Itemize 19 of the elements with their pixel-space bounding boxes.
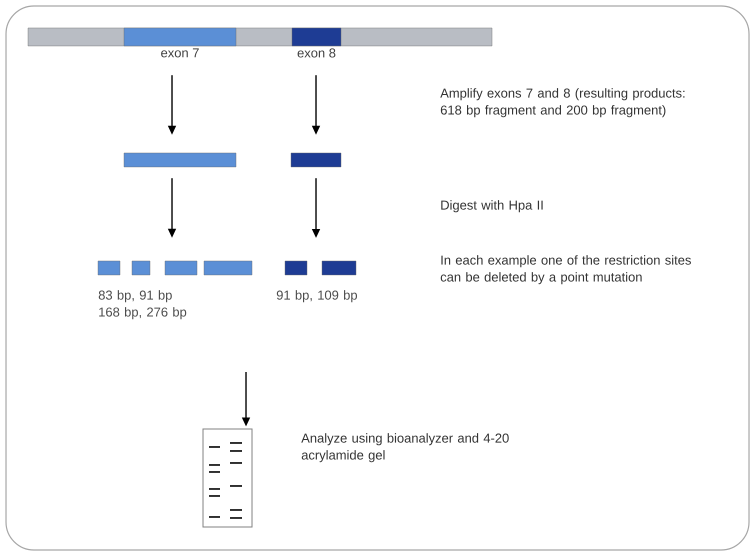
fragment-bar: [284, 260, 308, 276]
fragment-bar: [322, 260, 356, 276]
exon-segment: exon 8: [292, 28, 342, 58]
gel-drawing: [202, 428, 252, 528]
step-text: Amplify exons 7 and 8 (resulting products: 618 bp fragment and 200 bp fragment): [440, 88, 684, 118]
product-bar: [290, 152, 342, 168]
fragment-size-text: 91 bp, 109 bp: [276, 290, 357, 302]
fragment-bar: [132, 260, 150, 276]
fragment-bar: [98, 260, 120, 276]
fragment-bar: [164, 260, 198, 276]
fragment-size-text: 83 bp, 91 bp 168 bp, 276 bp: [98, 290, 186, 320]
step-text: Digest with Hpa II: [441, 200, 543, 212]
step-text: In each example one of the restriction sites can be deleted by a point mutation: [440, 255, 691, 284]
node-label: exon 8: [298, 48, 336, 58]
fragment-bar: [204, 260, 252, 276]
step-text: Analyze using bioanalyzer and 4-20 acrylamide gel: [301, 433, 509, 462]
node-label: exon 7: [161, 48, 199, 58]
exon-segment: exon 7: [124, 28, 236, 58]
product-bar: [124, 152, 236, 168]
